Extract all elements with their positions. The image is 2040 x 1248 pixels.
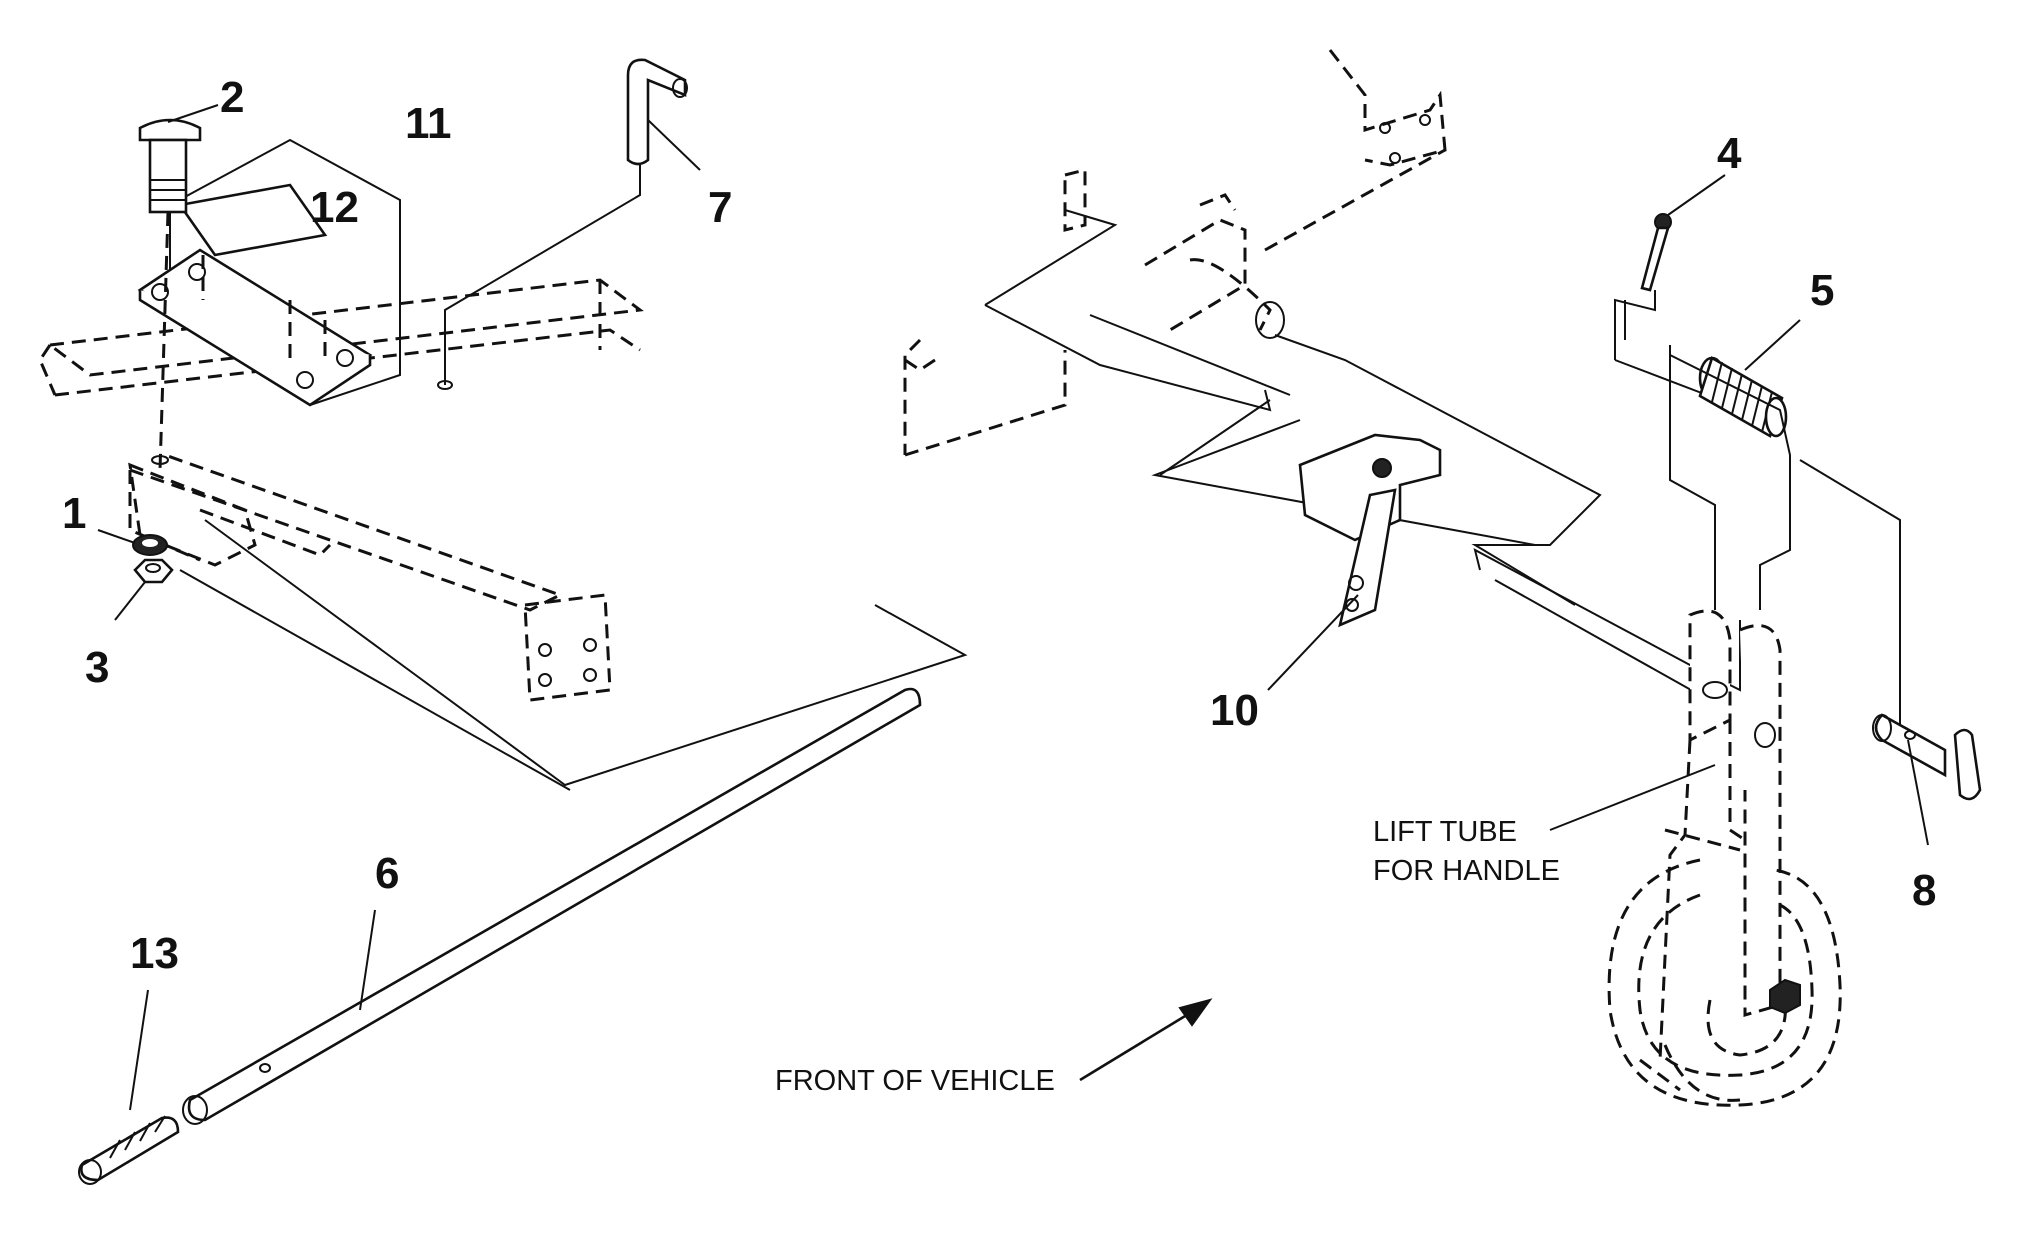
callout-10: 10 bbox=[1210, 686, 1259, 735]
label-front-of-vehicle: FRONT OF VEHICLE bbox=[775, 1065, 1055, 1097]
base-plate bbox=[137, 248, 373, 407]
nut-part-3 bbox=[114, 558, 174, 621]
text-labels: LIFT TUBE FOR HANDLE FRONT OF VEHICLE bbox=[775, 816, 1560, 1097]
front-arrow bbox=[1079, 998, 1213, 1082]
bracket-part-10 bbox=[1267, 433, 1442, 691]
washer-part-1 bbox=[97, 529, 168, 556]
rod-part-6 bbox=[182, 687, 922, 1125]
label-lift-tube-line1: LIFT TUBE bbox=[1373, 816, 1517, 848]
bolt-part-2 bbox=[138, 104, 219, 471]
callout-8: 8 bbox=[1912, 866, 1936, 915]
caster-wheel-assembly bbox=[1549, 609, 1842, 1107]
callout-7: 7 bbox=[708, 183, 732, 232]
callout-6: 6 bbox=[375, 849, 399, 898]
left-frame-assembly bbox=[38, 278, 644, 702]
callout-4: 4 bbox=[1717, 129, 1742, 178]
spring-part-5 bbox=[1669, 319, 1901, 735]
callout-numbers: 2 11 12 7 1 3 4 5 10 8 6 13 bbox=[62, 73, 1936, 978]
callout-2: 2 bbox=[220, 73, 244, 122]
callout-5: 5 bbox=[1810, 266, 1834, 315]
label-lift-tube-line2: FOR HANDLE bbox=[1373, 855, 1560, 887]
callout-1: 1 bbox=[62, 489, 86, 538]
callout-11: 11 bbox=[405, 99, 452, 148]
callout-13: 13 bbox=[130, 929, 179, 978]
callout-12: 12 bbox=[310, 183, 359, 232]
right-frame-assembly bbox=[903, 49, 1447, 457]
decal-part-12 bbox=[177, 183, 328, 257]
callout-3: 3 bbox=[85, 643, 109, 692]
pin-part-8 bbox=[1872, 713, 1982, 846]
l-pin-part-7 bbox=[626, 58, 701, 171]
sleeve-part-13 bbox=[78, 989, 180, 1185]
cotter-pin-part-4 bbox=[1614, 174, 1726, 401]
